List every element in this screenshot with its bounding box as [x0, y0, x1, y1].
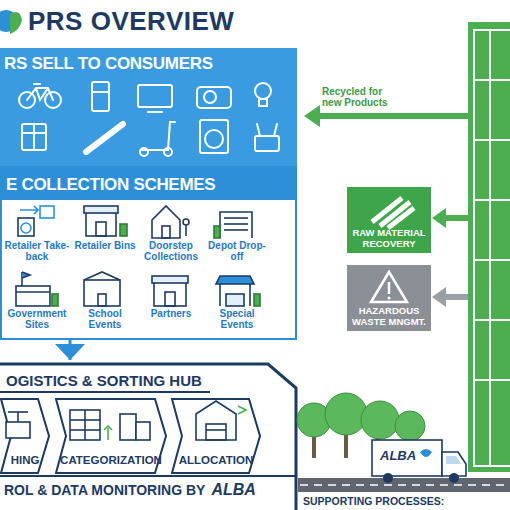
- chevron-shape: [172, 399, 260, 473]
- diagram-title: PRS OVERVIEW: [28, 6, 234, 37]
- collection-panel: E COLLECTION SCHEMES Retailer Take-backRe…: [0, 166, 297, 340]
- footer-row: ROL & DATA MONITORING BY ALBA: [4, 481, 256, 499]
- node-heading: CATEGORIZATION: [55, 454, 167, 466]
- recovery-box: RAW MATERIAL RECOVERY: [347, 187, 431, 253]
- node-heading: ALLOCATION: [171, 454, 261, 466]
- collection-item: School Events: [72, 272, 138, 338]
- stage-chevron: CATEGORIZATION: [55, 398, 167, 474]
- arrow-head: [432, 287, 446, 307]
- footer-rule: [0, 475, 296, 477]
- arrow-head: [304, 105, 320, 127]
- node-heading: Depot Drop-off: [204, 240, 270, 262]
- flow-line: [69, 340, 72, 360]
- node-heading: RAW MATERIAL RECOVERY: [347, 227, 431, 249]
- road: [298, 478, 510, 492]
- stage-chevron: HING: [0, 398, 50, 474]
- collection-item: Retailer Take-back: [4, 204, 70, 270]
- node-body: ROL & DATA MONITORING BY: [4, 482, 205, 498]
- collection-item: Partners: [138, 272, 204, 338]
- node-heading: RS SELL TO CONSUMERS: [4, 54, 213, 74]
- arrow-head: [432, 208, 446, 228]
- feed-arrow: [444, 215, 468, 221]
- process-band: [468, 22, 510, 472]
- node-heading: E COLLECTION SCHEMES: [2, 168, 295, 200]
- node-heading: HING: [0, 454, 50, 466]
- node-heading: Retailer Bins: [72, 240, 138, 251]
- truck: [372, 440, 466, 483]
- hub-roof: [0, 364, 296, 510]
- chevron-shape: [56, 399, 166, 473]
- node-heading: Doorstep Collections: [138, 240, 204, 262]
- brand-logo: ALBA: [211, 481, 255, 499]
- node-heading: Partners: [138, 308, 204, 319]
- arrow-head: [55, 344, 85, 360]
- chevron-shape: [1, 399, 49, 473]
- stage-chevron: ALLOCATION: [171, 398, 261, 474]
- process-band: [474, 30, 510, 466]
- collection-item: Special Events: [204, 272, 270, 338]
- truck-brand: ALBA: [380, 448, 416, 463]
- logo-mark: [0, 10, 17, 32]
- collection-item: Doorstep Collections: [138, 204, 204, 270]
- product-panel: RS SELL TO CONSUMERS: [0, 48, 297, 166]
- node-heading: School Events: [72, 308, 138, 330]
- flow-arrow: [55, 340, 85, 360]
- node-heading: Retailer Take-back: [4, 240, 70, 262]
- header-rule: [0, 391, 210, 393]
- collection-item: Government Sites: [4, 272, 70, 338]
- node-heading: Government Sites: [4, 308, 70, 330]
- collection-item: Retailer Bins: [72, 204, 138, 270]
- node-heading: Special Events: [204, 308, 270, 330]
- arrow-note: Recycled for new Products: [322, 86, 396, 108]
- road-marking: [300, 484, 510, 486]
- hub-building: OGISTICS & SORTING HUB ROL & DATA MONITOR…: [0, 360, 298, 510]
- logo-mark: [10, 12, 22, 34]
- collection-item: Depot Drop-off: [204, 204, 270, 270]
- section-note: SUPPORTING PROCESSES:: [303, 495, 444, 507]
- node-heading: HAZARDOUS WASTE MNGMT.: [347, 305, 431, 327]
- feed-arrow: [444, 294, 468, 300]
- recycle-arrow: [318, 113, 468, 119]
- node-heading: OGISTICS & SORTING HUB: [6, 372, 202, 389]
- hazard-box: HAZARDOUS WASTE MNGMT.: [347, 265, 431, 331]
- band-dividers: [474, 30, 510, 466]
